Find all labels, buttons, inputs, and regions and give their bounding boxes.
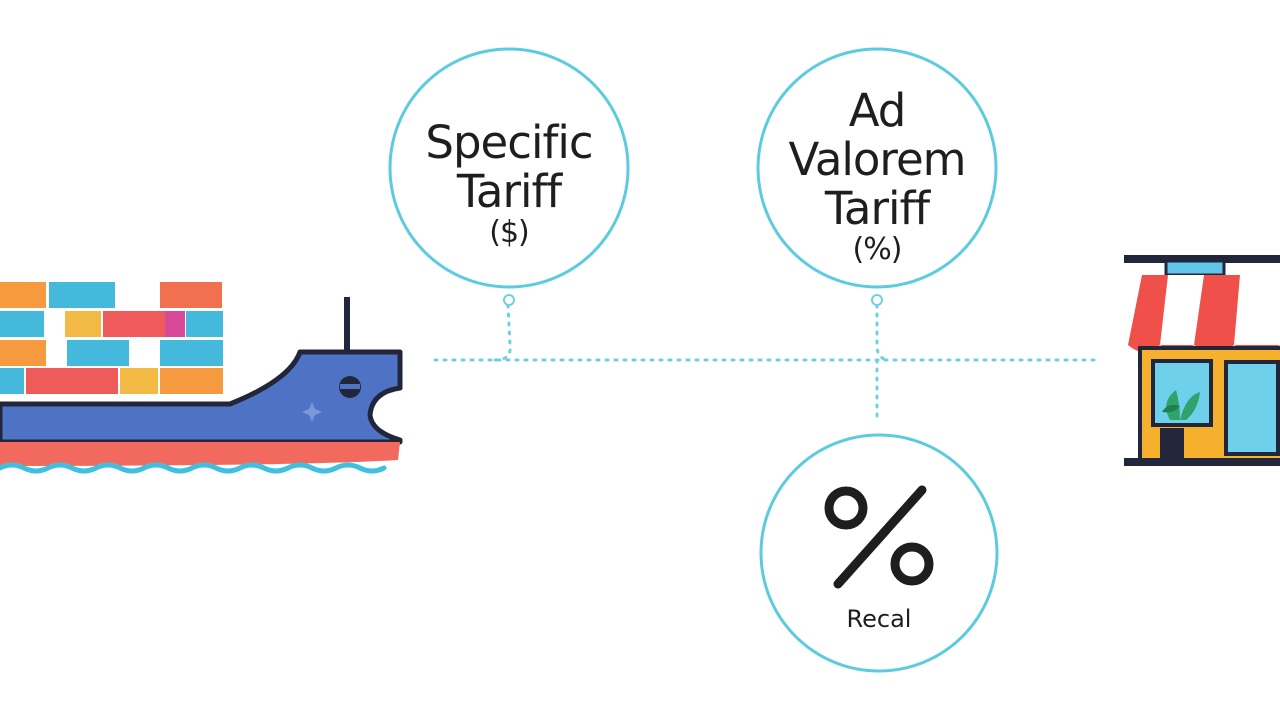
specific-title-line2: Tariff bbox=[456, 165, 562, 218]
percent-caption: Recal bbox=[846, 605, 912, 633]
specific-tariff-label: Specific Tariff ($) bbox=[409, 118, 609, 250]
advalorem-title-line1: Ad bbox=[848, 84, 907, 137]
advalorem-title-line2: Valorem bbox=[788, 133, 967, 186]
ad-valorem-tariff-label: Ad Valorem Tariff (%) bbox=[767, 86, 987, 267]
percent-circle bbox=[759, 433, 999, 673]
advalorem-symbol: (%) bbox=[852, 232, 903, 267]
connector-lines bbox=[433, 303, 1102, 422]
specific-tariff-circle bbox=[388, 47, 630, 289]
specific-symbol: ($) bbox=[489, 215, 530, 250]
connector-advalorem-drop bbox=[875, 303, 892, 362]
percent-icon bbox=[824, 485, 934, 589]
storefront-icon bbox=[1124, 255, 1280, 466]
specific-title-line1: Specific bbox=[425, 116, 593, 169]
advalorem-title-line3: Tariff bbox=[824, 182, 930, 235]
connector-dot-specific bbox=[503, 294, 515, 306]
percent-caption-label: Recal bbox=[799, 604, 959, 634]
ad-valorem-tariff-circle bbox=[756, 47, 998, 289]
container-ship-icon bbox=[0, 282, 403, 474]
connector-dot-advalorem bbox=[871, 294, 883, 306]
connector-specific-drop bbox=[493, 303, 512, 362]
